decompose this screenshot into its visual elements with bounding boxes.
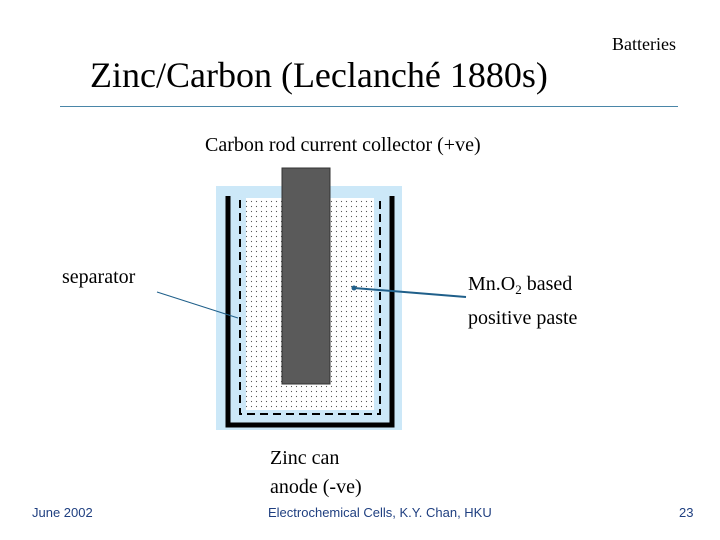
slide-title: Zinc/Carbon (Leclanché 1880s) — [90, 55, 548, 95]
paste-label-line2: positive paste — [468, 307, 578, 329]
paste-label-prefix: Mn.O — [468, 273, 516, 295]
paste-label-suffix: based — [521, 273, 573, 295]
carbon-rod-label: Carbon rod current collector (+ve) — [205, 134, 481, 156]
paste-leader-line — [353, 287, 467, 298]
separator-leader-line — [156, 291, 239, 319]
footer-center-text: Electrochemical Cells, K.Y. Chan, HKU — [268, 505, 492, 520]
separator-label: separator — [62, 266, 136, 288]
paste-label-subscript: 2 — [515, 282, 522, 297]
footer-page-number: 23 — [679, 505, 694, 520]
footer-date: June 2002 — [32, 505, 93, 520]
zinc-can-label-line1: Zinc can — [270, 447, 340, 469]
paste-label: Mn.O2 based positive paste — [468, 270, 577, 333]
title-divider — [60, 106, 678, 107]
slide-topic: Batteries — [612, 34, 676, 54]
separator — [239, 200, 381, 415]
zinc-can-label-line2: anode (-ve) — [270, 476, 362, 498]
zinc-can-label: Zinc can anode (-ve) — [270, 444, 362, 502]
carbon-rod — [281, 167, 331, 385]
paste-leader-dot — [351, 285, 357, 291]
zinc-can — [225, 196, 395, 428]
